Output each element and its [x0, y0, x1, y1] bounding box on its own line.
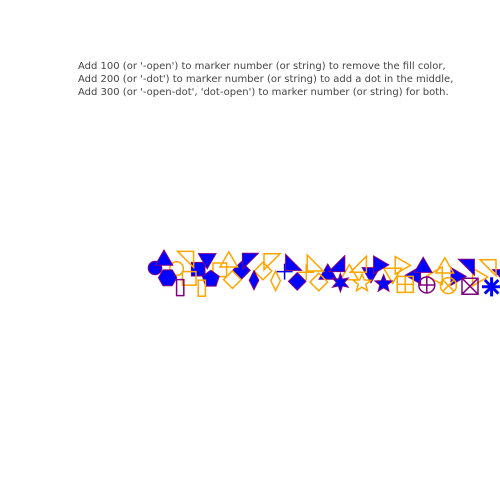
marker-square-x-open — [461, 277, 479, 295]
marker-triangle-down — [197, 253, 217, 270]
marker-circle-cross-open — [418, 276, 436, 294]
marker-triangle-ne — [457, 258, 475, 277]
marker-hexagon — [157, 269, 178, 287]
marker-triangle-nw — [241, 252, 260, 271]
annotation-line-3: Add 300 (or '-open-dot', 'dot-open') to … — [78, 87, 449, 98]
marker-triangle-sw — [285, 253, 303, 271]
marker-triangle-ne-open — [478, 259, 497, 278]
marker-square-tall-open — [175, 278, 185, 297]
marker-square — [190, 261, 206, 277]
marker-triangle-se-open — [348, 254, 368, 273]
marker-diamond-open — [308, 272, 329, 292]
marker-diamond-open — [253, 261, 273, 281]
marker-triangle-left-open — [425, 265, 443, 286]
marker-diamond — [287, 271, 307, 291]
marker-triangle-up — [154, 249, 174, 266]
marker-circle-open — [169, 261, 185, 277]
marker-triangle-se — [327, 254, 346, 273]
marker-diamond-open — [222, 269, 243, 290]
marker-square-cross-open — [396, 275, 414, 294]
annotation-line-2: Add 200 (or '-dot') to marker number (or… — [78, 74, 453, 85]
marker-diamond-tall-open — [269, 269, 282, 293]
marker-circle-x-open — [439, 276, 458, 295]
marker-star-open — [351, 271, 373, 293]
marker-cross — [276, 263, 293, 280]
marker-triangle-right-open — [394, 255, 412, 276]
marker-square-tall-open — [197, 279, 207, 297]
annotation: Add 100 (or '-open') to marker number (o… — [78, 61, 453, 98]
marker-triangle-right-open — [471, 266, 490, 288]
marker-asterisk — [482, 277, 500, 297]
marker-triangle-right — [373, 255, 390, 275]
annotation-line-1: Add 100 (or '-open') to marker number (o… — [78, 61, 446, 72]
marker-square-open — [181, 270, 197, 286]
marker-triangle-up — [413, 256, 433, 273]
marker-star-6 — [331, 271, 350, 294]
marker-triangle-up-open — [434, 256, 455, 274]
marker-triangle-ne-open — [175, 250, 195, 270]
marker-triangle-up-open — [218, 250, 239, 268]
marker-triangle-sw-open — [306, 253, 326, 272]
marker-cross-open — [298, 264, 315, 281]
marker-square-open — [212, 262, 228, 278]
marker-triangle-nw-open — [263, 253, 282, 272]
marker-star — [373, 273, 394, 293]
marker-pentagon — [201, 269, 220, 287]
marker-diamond-tall — [248, 269, 260, 291]
marker-group — [147, 249, 500, 297]
marker-triangle-right — [450, 266, 468, 287]
